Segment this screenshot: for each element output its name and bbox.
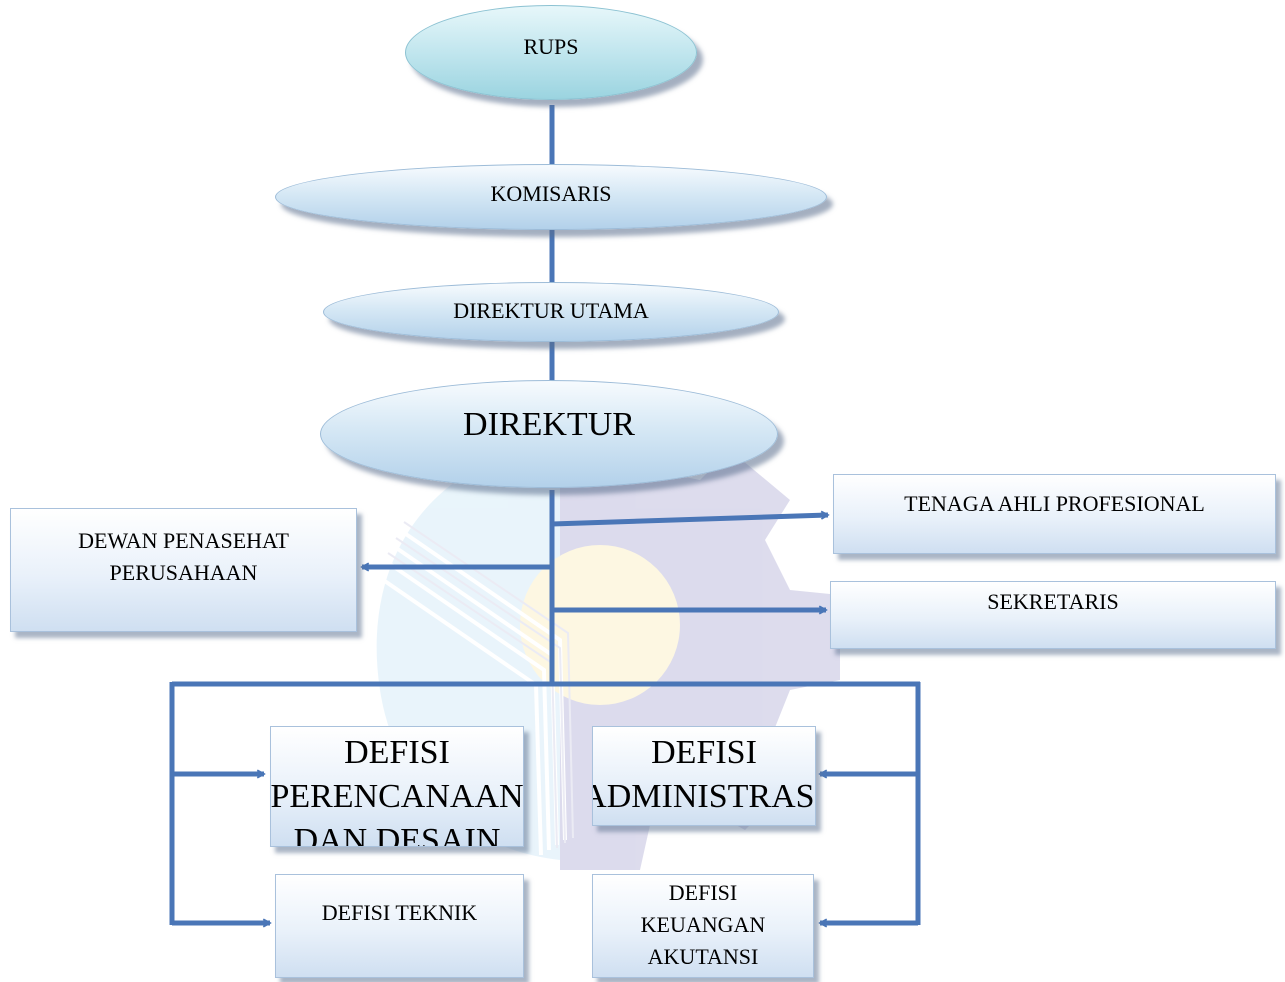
node-defisi-perencanaan-label: DEFISI PERENCANAAN DAN DESAIN xyxy=(270,734,524,847)
node-defisi-keuangan-label: DEFISI KEUANGAN AKUTANSI xyxy=(640,880,766,969)
node-sekretaris-label: SEKRETARIS xyxy=(987,589,1119,614)
node-defisi-perencanaan: DEFISI PERENCANAAN DAN DESAIN xyxy=(270,726,524,847)
node-direktur-utama: DIREKTUR UTAMA xyxy=(323,282,779,342)
watermark-sun xyxy=(520,545,680,705)
node-rups-label: RUPS xyxy=(523,33,579,59)
node-sekretaris: SEKRETARIS xyxy=(830,581,1276,649)
node-defisi-keuangan: DEFISI KEUANGAN AKUTANSI xyxy=(592,874,814,978)
node-defisi-teknik: DEFISI TEKNIK xyxy=(275,874,524,978)
node-tenaga-ahli: TENAGA AHLI PROFESIONAL xyxy=(833,474,1276,554)
node-direktur-utama-label: DIREKTUR UTAMA xyxy=(453,298,649,324)
node-tenaga-ahli-label: TENAGA AHLI PROFESIONAL xyxy=(904,491,1205,516)
connector-to-tenaga-ahli xyxy=(551,515,828,527)
node-defisi-administrasi-label: DEFISI ADMINISTRASI xyxy=(592,734,816,816)
node-komisaris: KOMISARIS xyxy=(275,164,827,230)
node-rups: RUPS xyxy=(405,5,697,100)
node-dewan-penasehat: DEWAN PENASEHAT PERUSAHAAN xyxy=(10,508,357,632)
node-direktur: DIREKTUR xyxy=(320,380,778,488)
node-direktur-label: DIREKTUR xyxy=(463,405,635,443)
node-komisaris-label: KOMISARIS xyxy=(490,181,612,207)
node-defisi-teknik-label: DEFISI TEKNIK xyxy=(321,900,478,925)
node-defisi-administrasi: DEFISI ADMINISTRASI xyxy=(592,726,816,826)
node-dewan-penasehat-label: DEWAN PENASEHAT PERUSAHAAN xyxy=(78,528,289,585)
